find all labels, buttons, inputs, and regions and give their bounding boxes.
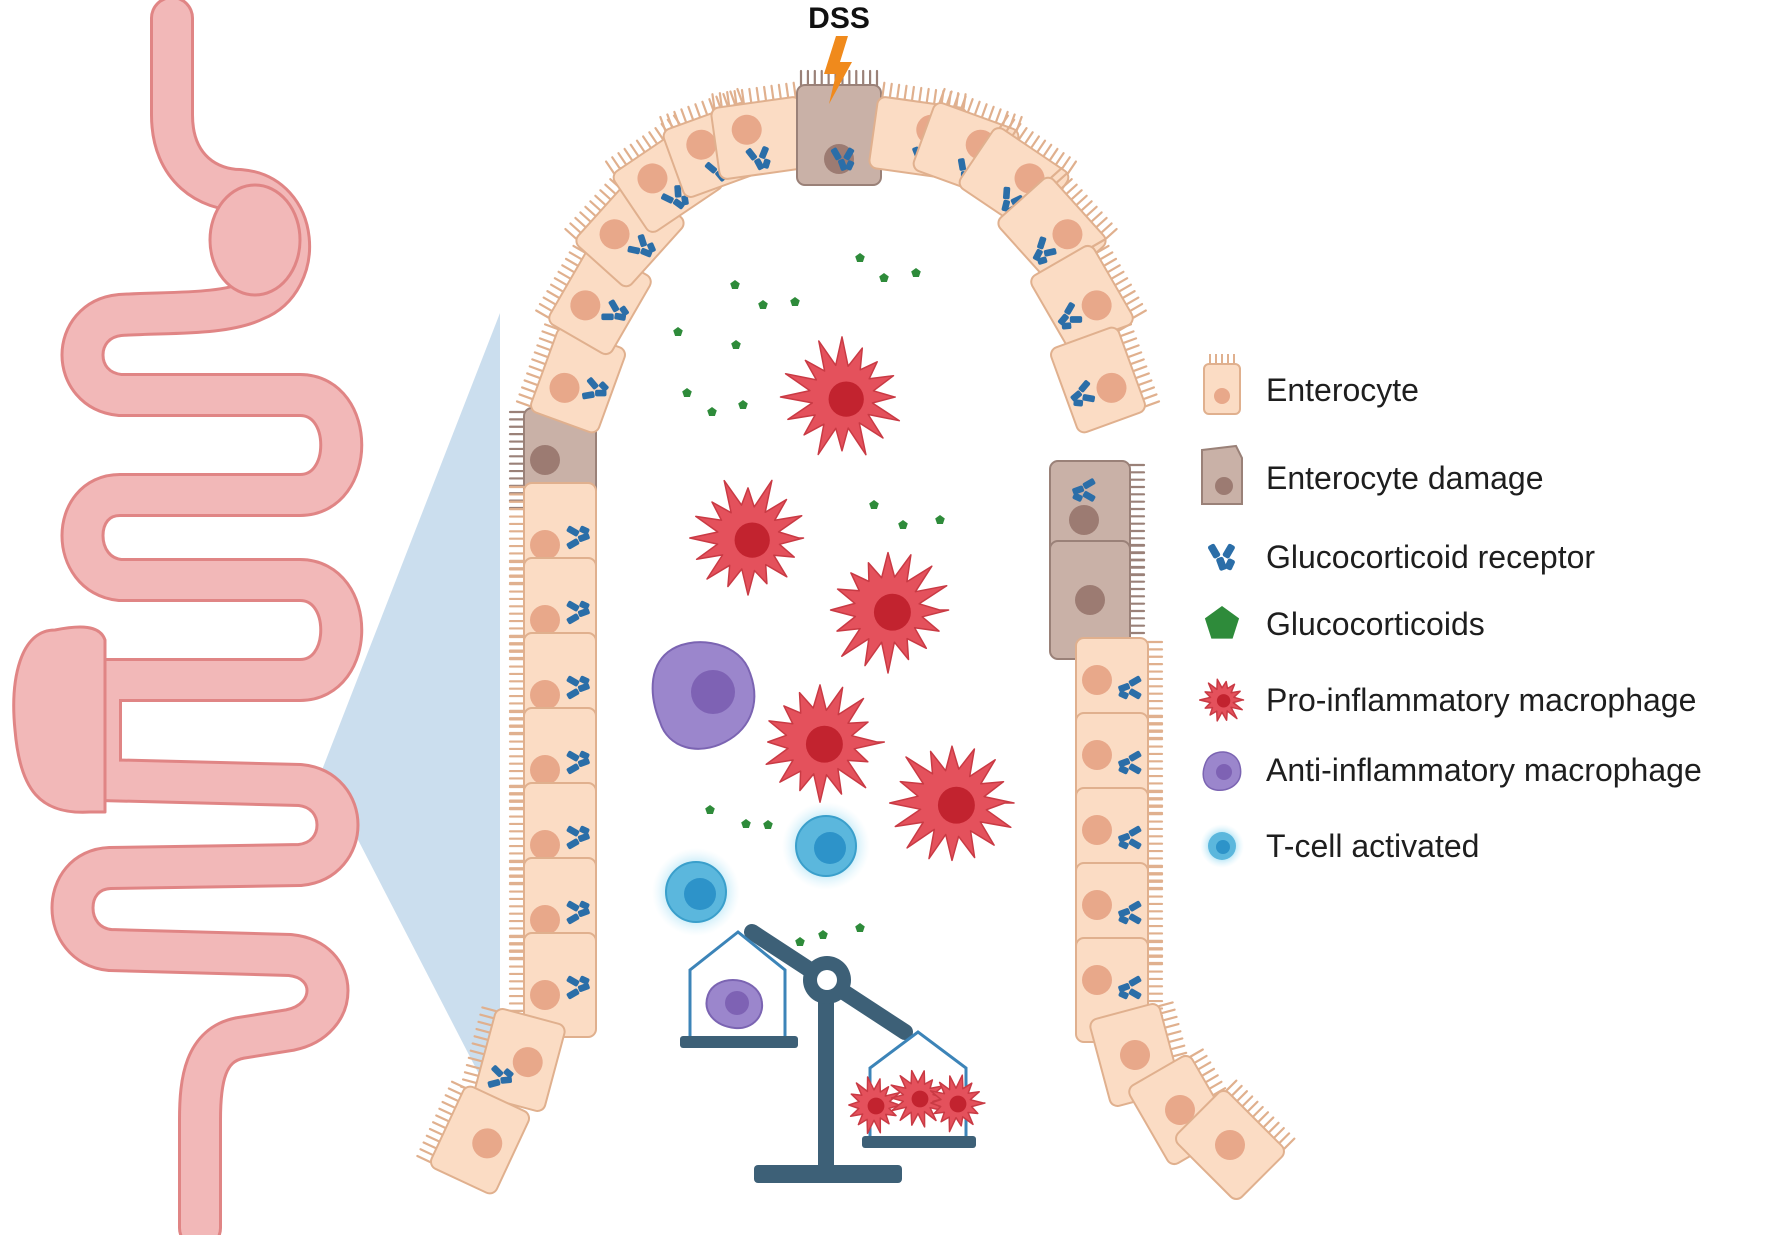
enterocyte	[416, 1080, 531, 1195]
pro-inflammatory-macrophage	[829, 551, 950, 674]
cecum	[12, 625, 107, 814]
legend-item-pro-macrophage: Pro-inflammatory macrophage	[1198, 678, 1696, 722]
glucocorticoid-molecule	[869, 500, 879, 509]
enterocyte	[1050, 323, 1161, 434]
glucocorticoid-receptor-icon	[830, 147, 855, 171]
pro-inflammatory-macrophage	[689, 479, 805, 596]
glucocorticoid-molecule	[818, 930, 828, 939]
legend-label: T-cell activated	[1266, 828, 1479, 864]
glucocorticoid-molecule	[758, 300, 768, 309]
glucocorticoid-molecule	[879, 273, 889, 282]
glucocorticoid-receptor-icon	[1118, 750, 1142, 775]
glucocorticoid-molecule	[730, 280, 740, 289]
legend-label: Anti-inflammatory macrophage	[1266, 752, 1702, 788]
glucocorticoid-molecule	[741, 819, 751, 828]
glucocorticoid-molecule	[855, 253, 865, 262]
glucocorticoid-receptor-icon	[1070, 380, 1096, 407]
glucocorticoid-molecule	[707, 407, 717, 416]
legend-label: Enterocyte damage	[1266, 460, 1544, 496]
legend-label: Glucocorticoid receptor	[1266, 539, 1595, 575]
pro-inflammatory-macrophage-icon	[1198, 678, 1245, 722]
pro-inflammatory-macrophage	[765, 684, 886, 803]
enterocyte	[508, 932, 597, 1038]
glucocorticoid-receptor-icon	[745, 146, 771, 171]
balance-scale-icon	[680, 924, 986, 1183]
glucocorticoid-receptor-icon	[1207, 543, 1235, 571]
glucocorticoid-receptor-icon	[566, 675, 590, 700]
damaged-enterocyte	[1049, 540, 1146, 660]
pro-inflammatory-macrophage	[890, 1069, 947, 1128]
anti-inflammatory-macrophage	[651, 641, 756, 750]
glucocorticoid-molecule	[763, 820, 773, 829]
glucocorticoid-receptor-icon	[1057, 302, 1083, 330]
glucocorticoid-molecule	[731, 340, 741, 349]
glucocorticoid-receptor-icon	[566, 750, 590, 775]
glucocorticoid-receptor-icon	[487, 1065, 514, 1088]
glucocorticoid-receptor-icon	[581, 377, 609, 400]
glucocorticoid-molecule	[705, 805, 715, 814]
legend-item-enterocyte-damage: Enterocyte damage	[1201, 444, 1544, 505]
legend-item-anti-macrophage: Anti-inflammatory macrophage	[1202, 751, 1702, 792]
glucocorticoid-receptor-icon	[1072, 478, 1096, 502]
activated-t-cell	[782, 802, 870, 890]
enterocyte	[1030, 238, 1147, 356]
pro-inflammatory-macrophage	[848, 1076, 901, 1135]
lamina-propria-contents	[651, 253, 1015, 946]
glucocorticoid-receptor-icon	[1118, 975, 1142, 1000]
legend-item-glucocorticoids: Glucocorticoids	[1204, 606, 1485, 642]
lightning-icon	[824, 36, 852, 104]
glucocorticoid-receptor-icon	[1032, 236, 1057, 265]
anti-inflammatory-macrophage	[705, 979, 763, 1030]
intestine-illustration	[12, 0, 364, 1235]
legend-item-t-cell: T-cell activated	[1200, 824, 1479, 868]
glucocorticoid-receptor-icon	[566, 975, 590, 1000]
glucocorticoid-molecule	[738, 400, 748, 409]
glucocorticoid-molecule	[790, 297, 800, 306]
pro-inflammatory-macrophage	[888, 745, 1015, 862]
legend-item-gc-receptor: Glucocorticoid receptor	[1207, 539, 1595, 575]
glucocorticoid-molecule	[935, 515, 945, 524]
enterocyte	[710, 81, 810, 180]
damaged-enterocyte-icon	[1201, 444, 1243, 505]
glucocorticoid-molecule	[682, 388, 692, 397]
legend-label: Glucocorticoids	[1266, 606, 1485, 642]
glucocorticoid-receptor-icon	[601, 299, 629, 321]
damaged-enterocyte	[796, 69, 882, 186]
enterocyte	[1175, 1079, 1296, 1200]
glucocorticoid-receptor-icon	[661, 185, 689, 210]
enterocyte	[459, 1006, 566, 1112]
glucocorticoid-molecule	[795, 937, 805, 946]
t-cell-icon	[1200, 824, 1244, 868]
zoom-wedge	[322, 313, 500, 1115]
glucocorticoid-icon	[1204, 606, 1240, 639]
glucocorticoid-receptor-icon	[566, 825, 590, 850]
pro-inflammatory-macrophage	[779, 336, 901, 456]
glucocorticoid-receptor-icon	[1118, 900, 1142, 925]
glucocorticoid-receptor-icon	[566, 525, 590, 550]
glucocorticoid-receptor-icon	[627, 234, 656, 258]
glucocorticoid-molecule	[673, 327, 683, 336]
legend-label: Pro-inflammatory macrophage	[1266, 682, 1696, 718]
glucocorticoid-receptor-icon	[1118, 825, 1142, 850]
glucocorticoid-molecule	[898, 520, 908, 529]
dss-label: DSS	[808, 2, 870, 35]
activated-t-cell	[652, 848, 740, 936]
glucocorticoid-molecule	[855, 923, 865, 932]
glucocorticoid-receptor-icon	[1118, 675, 1142, 700]
pro-inflammatory-macrophage	[929, 1074, 986, 1133]
legend-item-enterocyte: Enterocyte	[1203, 354, 1419, 415]
enterocyte-icon	[1203, 354, 1241, 415]
glucocorticoid-receptor-icon	[566, 600, 590, 625]
legend-label: Enterocyte	[1266, 372, 1419, 408]
anti-inflammatory-macrophage-icon	[1202, 751, 1242, 792]
glucocorticoid-receptor-icon	[566, 900, 590, 925]
villus-epithelium	[416, 69, 1296, 1200]
glucocorticoid-molecule	[911, 268, 921, 277]
dss-stimulus: DSS	[808, 2, 870, 104]
